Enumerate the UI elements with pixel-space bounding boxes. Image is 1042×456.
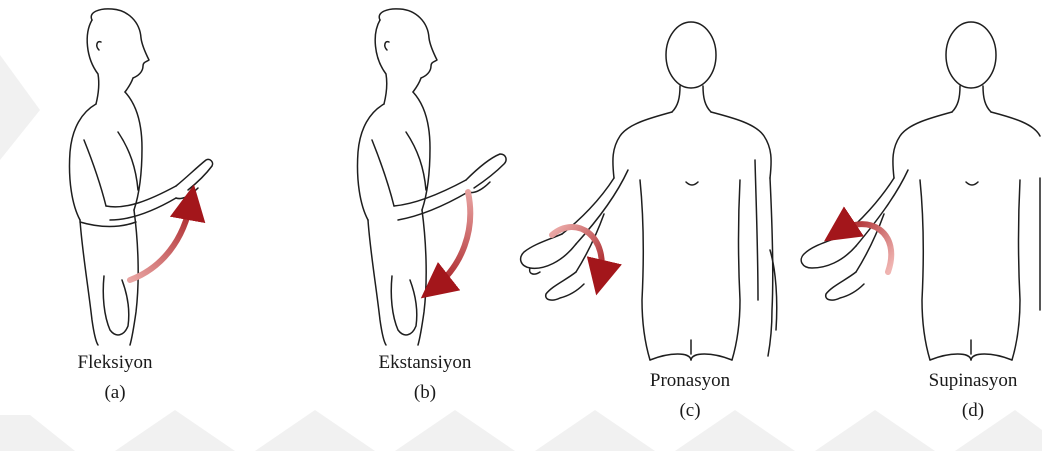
caption-a-label: (a) — [60, 382, 170, 404]
flexion-arrow — [130, 201, 191, 280]
caption-b-label: (b) — [350, 382, 500, 404]
caption-a-name: Fleksiyon — [60, 352, 170, 374]
caption-d-label: (d) — [908, 400, 1038, 422]
figure-d-body — [801, 22, 1040, 360]
figure-b-body — [357, 9, 506, 345]
caption-c-name: Pronasyon — [625, 370, 755, 392]
figure-a-body — [69, 9, 212, 345]
figure-c-body — [521, 22, 777, 360]
caption-c-label: (c) — [625, 400, 755, 422]
supination-arrow — [838, 224, 891, 272]
caption-b-name: Ekstansiyon — [350, 352, 500, 374]
caption-d-name: Supinasyon — [908, 370, 1038, 392]
